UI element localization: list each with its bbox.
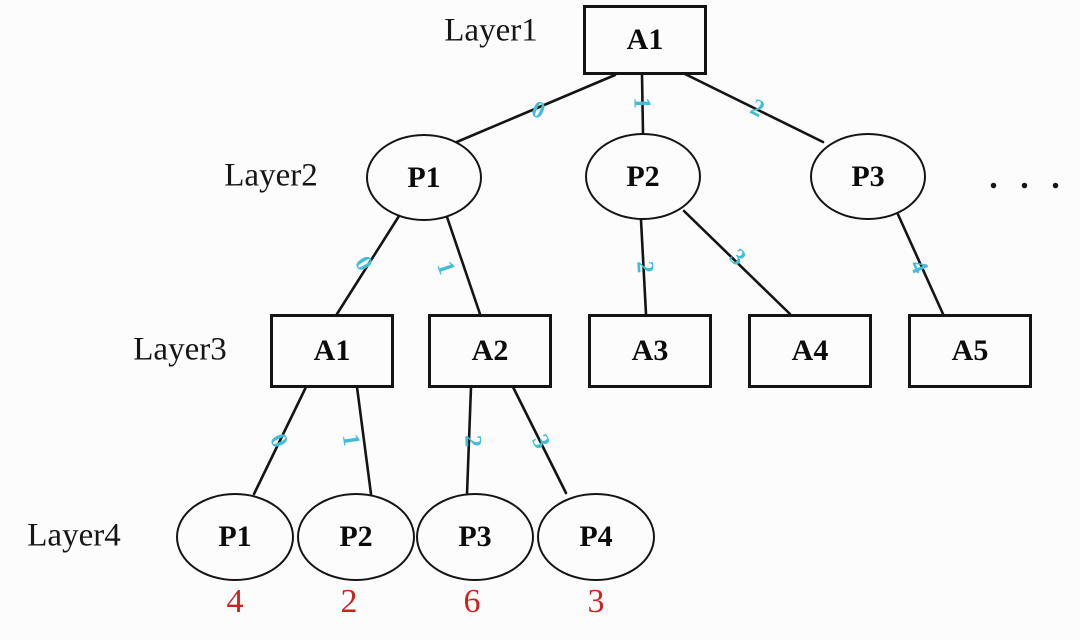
edge-line-l1a1-l2p1 bbox=[450, 73, 617, 146]
node-layer3-a2: A2 bbox=[428, 314, 552, 388]
node-layer4-p2: P2 bbox=[297, 493, 415, 581]
node-layer2-p3-label: P3 bbox=[851, 159, 885, 193]
leaf-count-p4: 3 bbox=[587, 583, 605, 620]
node-layer4-p2-label: P2 bbox=[339, 520, 373, 553]
node-layer3-a4: A4 bbox=[748, 314, 872, 388]
edge-label-l1a1-l2p2: 1 bbox=[628, 97, 655, 109]
edge-line-l3a2-l4p3 bbox=[465, 385, 473, 496]
edge-line-l3a1-l4p2 bbox=[355, 385, 373, 496]
node-layer2-p1-label: P1 bbox=[407, 160, 441, 194]
node-layer3-a1-label: A1 bbox=[313, 334, 351, 367]
edge-line-l3a2-l4p4 bbox=[511, 385, 568, 495]
node-layer1-a1-label: A1 bbox=[626, 23, 664, 56]
node-layer4-p3: P3 bbox=[416, 493, 534, 581]
node-layer4-p1-label: P1 bbox=[218, 520, 252, 553]
node-layer4-p4: P4 bbox=[537, 493, 655, 581]
leaf-count-p1: 4 bbox=[226, 583, 244, 620]
node-layer3-a2-label: A2 bbox=[471, 334, 509, 367]
edge-label-l2p2-l3a3: 2 bbox=[631, 260, 658, 274]
edge-line-l2p1-l3a1 bbox=[335, 214, 401, 316]
node-layer4-p3-label: P3 bbox=[458, 520, 492, 553]
layer2-ellipsis: . . . bbox=[989, 159, 1067, 196]
node-layer3-a4-label: A4 bbox=[791, 334, 829, 367]
node-layer4-p1: P1 bbox=[176, 493, 294, 581]
layer4-label: Layer4 bbox=[27, 517, 121, 554]
edge-line-l1a1-l2p2 bbox=[640, 73, 645, 135]
leaf-count-p3: 6 bbox=[463, 583, 481, 620]
node-layer3-a5-label: A5 bbox=[951, 334, 989, 367]
edge-line-l1a1-l2p3 bbox=[683, 72, 825, 144]
layer1-label: Layer1 bbox=[444, 12, 538, 49]
edge-line-l2p1-l3a2 bbox=[445, 215, 482, 316]
node-layer3-a3-label: A3 bbox=[631, 334, 669, 367]
node-layer1-a1: A1 bbox=[583, 5, 707, 75]
layer2-label: Layer2 bbox=[224, 157, 318, 194]
node-layer3-a3: A3 bbox=[588, 314, 712, 388]
node-layer2-p1: P1 bbox=[366, 134, 482, 221]
node-layer2-p2: P2 bbox=[585, 133, 701, 220]
node-layer3-a1: A1 bbox=[270, 314, 394, 388]
node-layer4-p4-label: P4 bbox=[579, 520, 613, 553]
edge-line-l2p2-l3a3 bbox=[639, 218, 648, 316]
edge-line-l2p2-l3a4 bbox=[682, 209, 792, 316]
edge-label-l3a2-l4p3: 2 bbox=[459, 434, 486, 448]
leaf-count-p2: 2 bbox=[340, 583, 358, 620]
edge-line-l3a1-l4p1 bbox=[252, 385, 308, 496]
node-layer2-p3: P3 bbox=[810, 133, 926, 220]
node-layer3-a5: A5 bbox=[908, 314, 1032, 388]
layer3-label: Layer3 bbox=[133, 331, 227, 368]
node-layer2-p2-label: P2 bbox=[626, 159, 660, 193]
edge-line-l2p3-l3a5 bbox=[894, 208, 945, 316]
